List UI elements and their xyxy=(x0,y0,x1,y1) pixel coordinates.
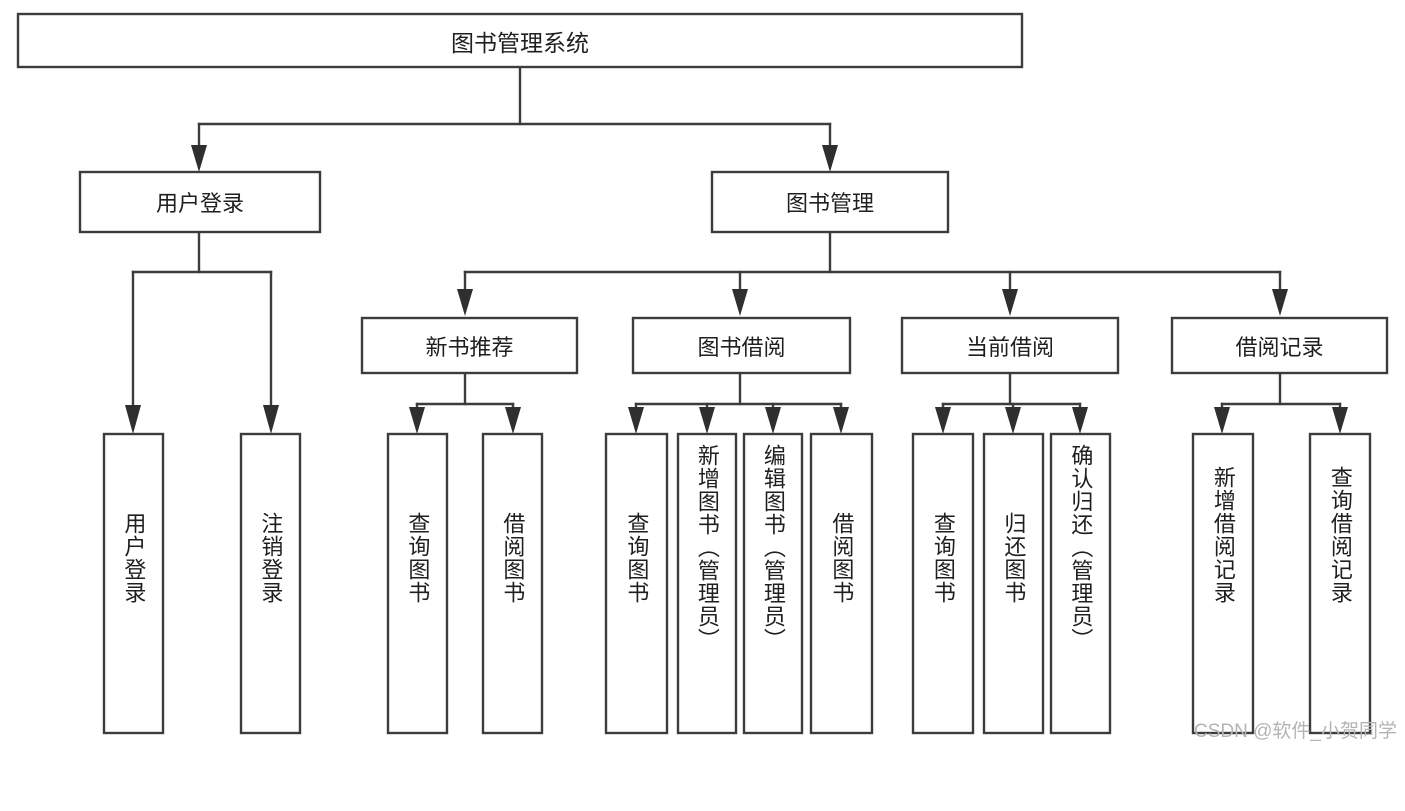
arrow-head-leaf-borrow-book-1 xyxy=(505,407,521,434)
node-box-root[interactable] xyxy=(16,12,1024,69)
arrow-head-userlogin xyxy=(191,145,207,172)
node-box-book-manage[interactable] xyxy=(710,170,950,234)
connector-group-userlogin xyxy=(125,230,279,434)
node-box-new-book-rec[interactable] xyxy=(360,316,579,375)
arrow-head-borrow-record xyxy=(1272,289,1288,316)
node-box-book-borrow[interactable] xyxy=(631,316,852,375)
arrow-head-current-borrow xyxy=(1002,289,1018,316)
node-box-leaf-borrow-book-2[interactable] xyxy=(809,432,874,735)
node-box-leaf-borrow-book-1[interactable] xyxy=(481,432,544,735)
connector-group-bookmanage xyxy=(457,230,1288,316)
node-box-leaf-add-book[interactable] xyxy=(676,432,738,735)
node-box-leaf-user-logout[interactable] xyxy=(239,432,302,735)
connector-group-borrowrecord xyxy=(1214,371,1348,434)
node-box-leaf-user-login[interactable] xyxy=(102,432,165,735)
node-box-leaf-query-book-3[interactable] xyxy=(911,432,975,735)
arrow-head-leaf-return-book xyxy=(1005,407,1021,434)
node-box-leaf-query-record[interactable] xyxy=(1308,432,1372,735)
node-box-leaf-query-book-1[interactable] xyxy=(386,432,449,735)
node-box-current-borrow[interactable] xyxy=(900,316,1120,375)
connector-group-currentborrow xyxy=(935,371,1088,434)
arrow-head-leaf-query-book-1 xyxy=(409,407,425,434)
arrow-head-book-borrow xyxy=(732,289,748,316)
node-box-leaf-return-book[interactable] xyxy=(982,432,1045,735)
node-box-borrow-record[interactable] xyxy=(1170,316,1389,375)
connector-group-root xyxy=(191,65,838,172)
arrow-head-leaf-query-book-2 xyxy=(628,407,644,434)
node-box-leaf-confirm-return[interactable] xyxy=(1049,432,1112,735)
arrow-head-leaf-confirm-return xyxy=(1072,407,1088,434)
node-box-leaf-add-record[interactable] xyxy=(1191,432,1255,735)
arrow-head-new-book-rec xyxy=(457,289,473,316)
node-box-leaf-query-book-2[interactable] xyxy=(604,432,669,735)
arrow-head-leaf-add-book xyxy=(699,407,715,434)
connector-group-bookborrow xyxy=(628,371,849,434)
arrow-head-leaf-edit-book xyxy=(765,407,781,434)
arrow-head-leaf-user-logout xyxy=(263,405,279,434)
arrow-head-leaf-borrow-book-2 xyxy=(833,407,849,434)
node-box-user-login[interactable] xyxy=(78,170,322,234)
hierarchy-tree-svg xyxy=(16,12,1389,735)
node-box-leaf-edit-book[interactable] xyxy=(742,432,804,735)
arrow-head-leaf-user-login xyxy=(125,405,141,434)
connector-group-newbookrec xyxy=(409,371,521,434)
arrow-head-leaf-query-book-3 xyxy=(935,407,951,434)
arrow-head-bookmanage xyxy=(822,145,838,172)
diagram-canvas: 图书管理系统 用户登录 图书管理 新书推荐 图书借阅 当前借阅 借阅记录 用户登… xyxy=(16,12,1397,742)
arrow-head-leaf-query-record xyxy=(1332,407,1348,434)
arrow-head-leaf-add-record xyxy=(1214,407,1230,434)
